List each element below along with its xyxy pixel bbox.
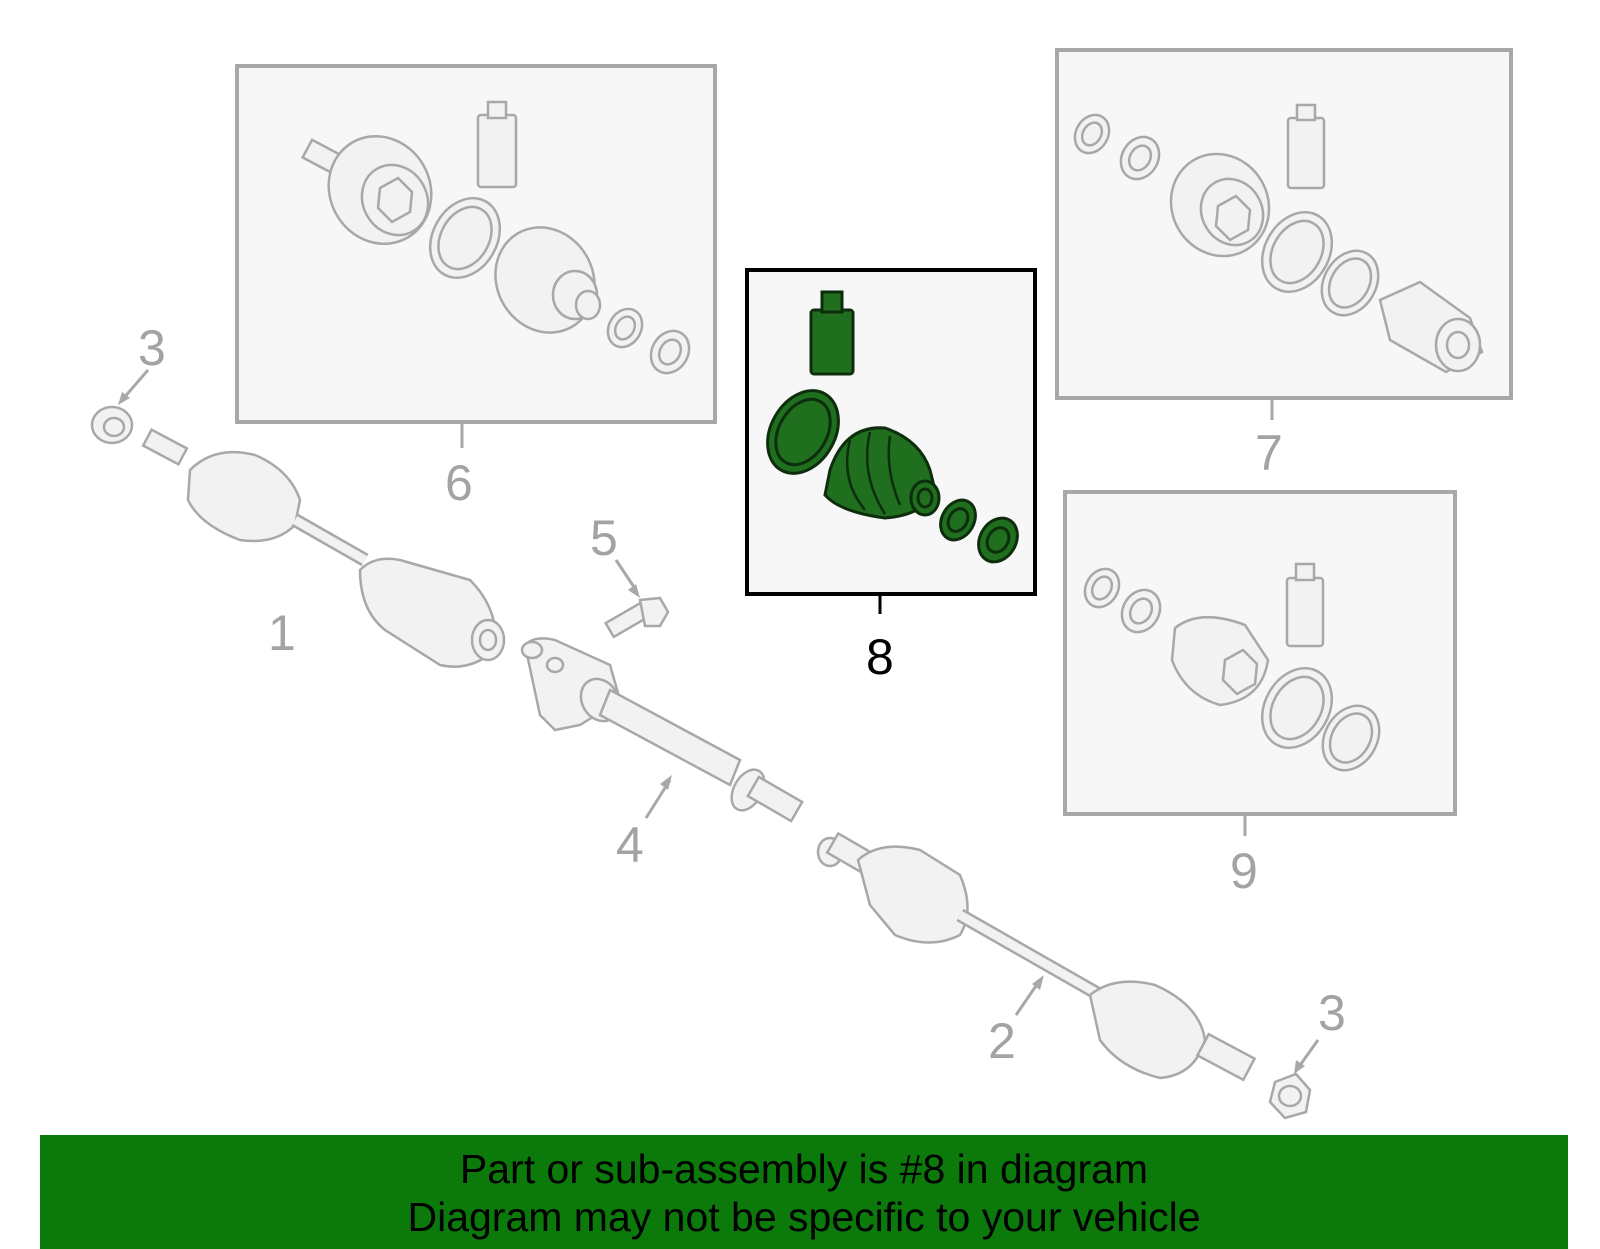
inset-6 [235,64,717,448]
banner-line-1: Part or sub-assembly is #8 in diagram [459,1146,1149,1192]
nut-3-left [90,369,150,445]
callout-5: 5 [590,510,618,566]
callout-6: 6 [445,455,473,511]
intermediate-shaft-4 [520,637,804,823]
info-banner: Part or sub-assembly is #8 in diagram Di… [40,1135,1568,1249]
inset-7 [1055,48,1513,420]
callout-8: 8 [866,629,894,685]
banner-line-2: Diagram may not be specific to your vehi… [407,1194,1201,1240]
bolt-5 [603,559,670,639]
callout-7: 7 [1255,425,1283,481]
inset-8-highlighted[interactable] [745,268,1037,614]
callout-4: 4 [616,817,644,873]
inset-9 [1063,490,1457,836]
callout-3-left: 3 [138,320,166,376]
axle-shaft-2 [816,831,1257,1082]
callout-1: 1 [268,605,296,661]
callout-3-right: 3 [1318,985,1346,1041]
callout-2: 2 [988,1013,1016,1069]
nut-3-right [1268,1039,1320,1120]
axle-shaft-1 [141,427,506,668]
callout-9: 9 [1230,843,1258,899]
